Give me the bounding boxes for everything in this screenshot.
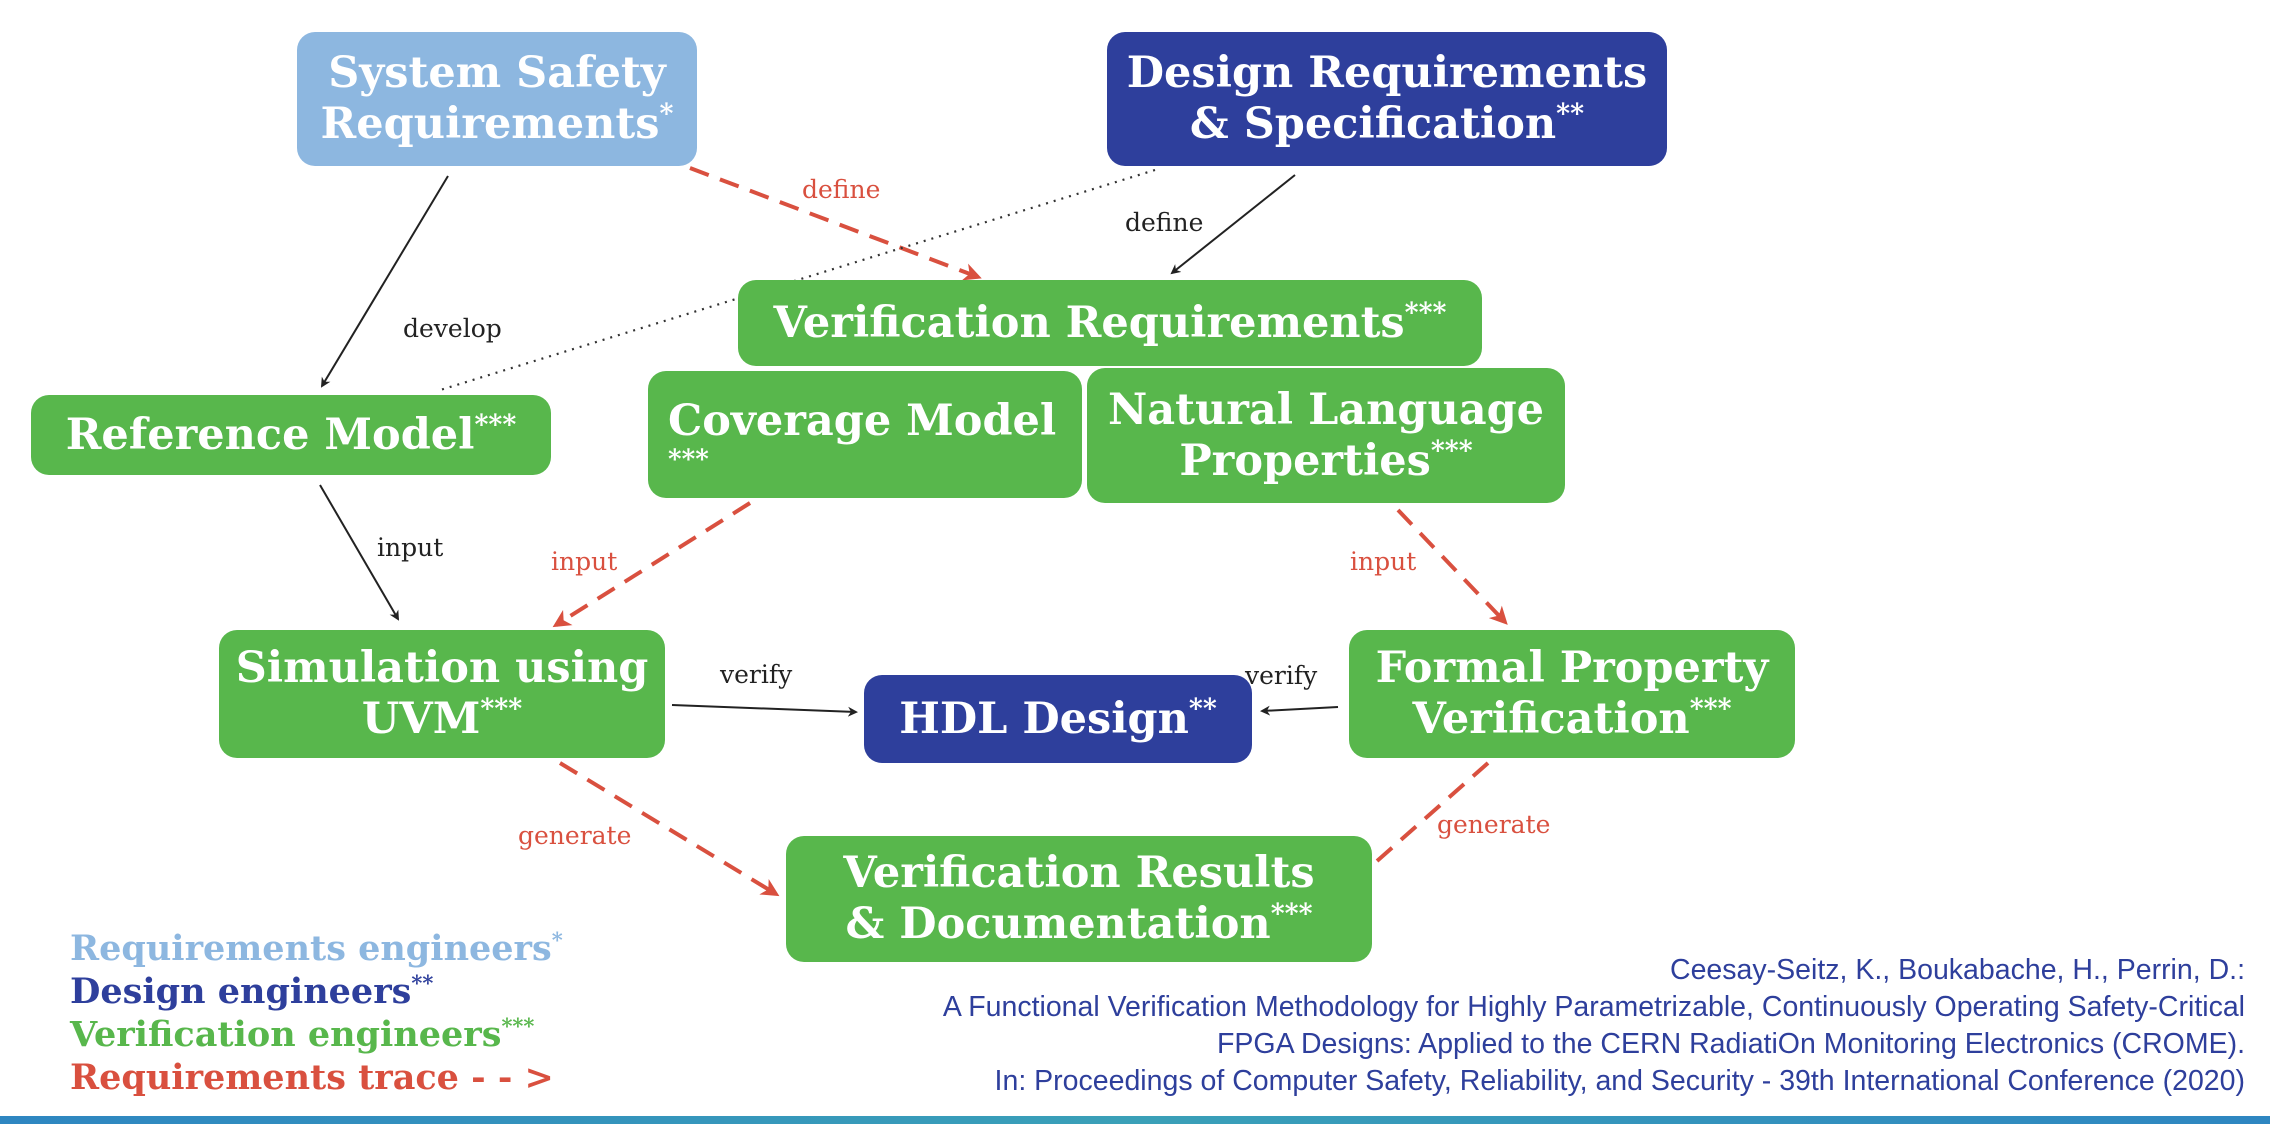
edge-label-develop: develop <box>403 314 502 343</box>
node-text: Design Requirements <box>1126 48 1648 99</box>
node-line: Requirements* <box>321 99 674 150</box>
legend-label: Requirements engineers <box>70 928 552 969</box>
edge-develop <box>320 175 449 388</box>
node-text: HDL Design <box>899 693 1189 744</box>
citation: Ceesay-Seitz, K., Boukabache, H., Perrin… <box>943 952 2245 1100</box>
legend-superscript: * <box>551 927 563 953</box>
node-line: Natural Language <box>1108 385 1544 436</box>
node-superscript: *** <box>480 693 523 725</box>
edge-define-red <box>689 166 982 281</box>
node-line: *** <box>668 447 709 473</box>
node-simulation-using-uvm: Simulation using UVM*** <box>219 630 665 758</box>
node-line: UVM*** <box>362 694 522 745</box>
citation-title-line1: A Functional Verification Methodology fo… <box>942 991 2245 1024</box>
edge-label-generate-left: generate <box>518 821 632 850</box>
node-line: System Safety <box>328 48 666 99</box>
node-system-safety-requirements: System Safety Requirements* <box>297 32 697 166</box>
legend-superscript: *** <box>501 1013 535 1039</box>
legend-requirements-trace: Requirements trace - - > <box>70 1057 554 1098</box>
edge-label-verify-right: verify <box>1245 661 1318 690</box>
edge-define-black <box>1170 174 1296 275</box>
node-reference-model: Reference Model*** <box>31 395 551 475</box>
legend-label: Verification engineers <box>70 1014 502 1055</box>
bottom-accent-bar <box>0 1116 2270 1124</box>
edge-input-red-right <box>1396 508 1508 625</box>
node-line: & Documentation*** <box>845 899 1312 950</box>
node-line: Reference Model*** <box>66 410 517 461</box>
edge-label-define-black: define <box>1125 208 1204 237</box>
node-text: Reference Model <box>65 409 475 460</box>
node-verification-requirements: Verification Requirements*** <box>738 280 1482 366</box>
edge-label-define-red: define <box>802 175 881 204</box>
node-superscript: *** <box>1270 898 1313 930</box>
node-text: Simulation using <box>235 643 649 694</box>
node-coverage-model: Coverage Model *** <box>648 371 1082 498</box>
legend-requirements-engineers: Requirements engineers* <box>70 928 563 969</box>
node-design-requirements-specification: Design Requirements & Specification** <box>1107 32 1667 166</box>
node-natural-language-properties: Natural Language Properties*** <box>1087 368 1565 503</box>
legend-superscript: ** <box>411 970 434 996</box>
edge-generate-left <box>558 761 780 897</box>
node-text: Verification Requirements <box>773 297 1405 348</box>
node-text: & Documentation <box>845 899 1271 949</box>
edge-label-input-black: input <box>377 533 444 562</box>
node-text: Formal Property <box>1375 643 1769 694</box>
edge-verify-left <box>671 704 858 717</box>
node-line: & Specification** <box>1190 99 1584 150</box>
node-line: Design Requirements <box>1127 48 1647 99</box>
node-superscript: *** <box>1430 435 1473 467</box>
citation-authors: Ceesay-Seitz, K., Boukabache, H., Perrin… <box>1670 954 2245 986</box>
node-superscript: *** <box>668 444 709 475</box>
node-text: Verification <box>1412 694 1690 744</box>
edge-input-black <box>319 484 400 621</box>
node-superscript: ** <box>1188 693 1217 725</box>
node-text: Properties <box>1179 435 1431 486</box>
node-text: System Safety <box>328 48 666 99</box>
node-formal-property-verification: Formal Property Verification*** <box>1349 630 1795 758</box>
citation-title-line2: FPGA Designs: Applied to the CERN Radiat… <box>1217 1028 2245 1061</box>
legend-label: Requirements trace - - > <box>70 1057 554 1098</box>
edge-input-red-left <box>552 501 752 628</box>
node-hdl-design: HDL Design** <box>864 675 1252 763</box>
edge-label-verify-left: verify <box>720 660 793 689</box>
node-text: Verification Results <box>843 848 1315 899</box>
node-text: Requirements <box>320 99 660 149</box>
edge-label-input-red-right: input <box>1350 547 1417 576</box>
node-text: Coverage Model <box>668 396 1057 447</box>
node-line: Coverage Model <box>668 396 1056 447</box>
node-superscript: *** <box>1404 297 1447 329</box>
edge-label-generate-right: generate <box>1437 810 1551 839</box>
legend-verification-engineers: Verification engineers*** <box>70 1014 534 1055</box>
edge-verify-right <box>1260 705 1339 716</box>
node-line: Verification*** <box>1412 694 1731 745</box>
node-line: HDL Design** <box>899 694 1217 745</box>
node-line: Verification Requirements*** <box>774 298 1447 349</box>
node-verification-results-documentation: Verification Results & Documentation*** <box>786 836 1372 962</box>
node-superscript: *** <box>1689 693 1732 725</box>
node-superscript: *** <box>474 409 517 441</box>
node-superscript: ** <box>1556 98 1585 130</box>
legend-design-engineers: Design engineers** <box>70 971 433 1012</box>
node-line: Verification Results <box>843 848 1314 899</box>
node-line: Formal Property <box>1376 643 1769 694</box>
node-text: Natural Language <box>1107 384 1545 435</box>
node-superscript: * <box>659 98 674 130</box>
legend-label: Design engineers <box>70 971 412 1012</box>
citation-venue: In: Proceedings of Computer Safety, Reli… <box>994 1065 2245 1098</box>
node-line: Properties*** <box>1179 436 1472 487</box>
node-text: UVM <box>361 694 481 744</box>
node-line: Simulation using <box>236 643 649 694</box>
node-text: & Specification <box>1189 99 1557 149</box>
edge-label-input-red-left: input <box>551 547 618 576</box>
